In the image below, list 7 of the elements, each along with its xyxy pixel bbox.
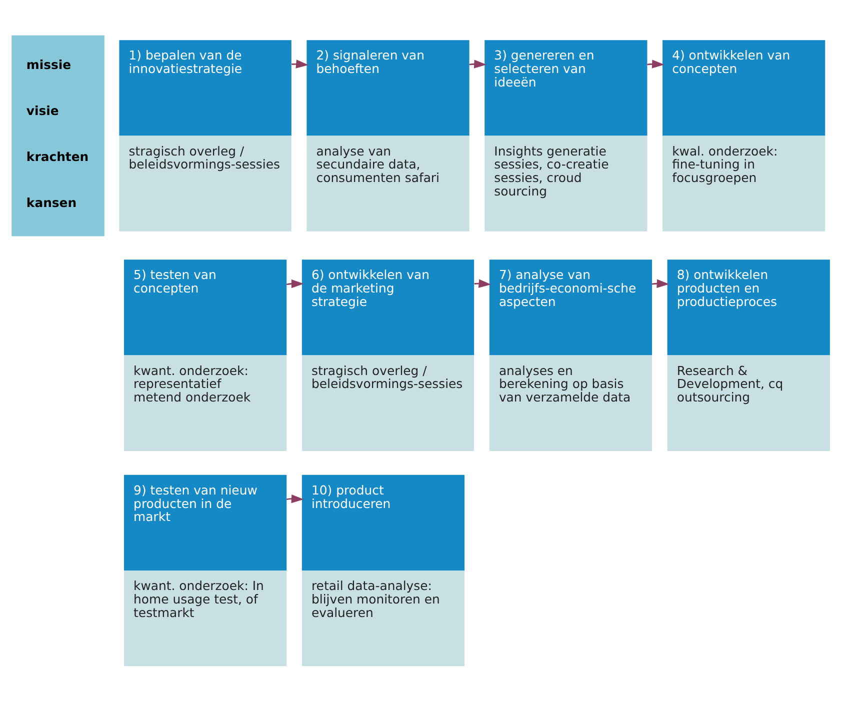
node-box: missie visie krachten kansen (12, 35, 104, 236)
arrow (647, 60, 664, 68)
arrow (286, 494, 304, 504)
arrow (292, 60, 308, 68)
arrow (652, 279, 670, 288)
arrow (474, 279, 492, 288)
arrow (286, 279, 304, 288)
